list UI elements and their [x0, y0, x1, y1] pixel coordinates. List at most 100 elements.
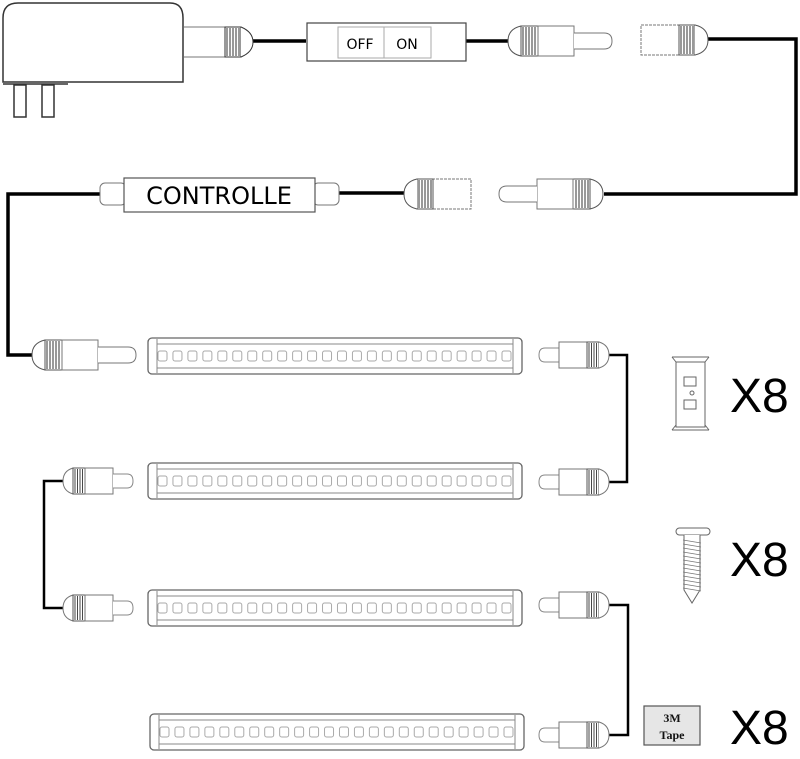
led — [353, 726, 364, 738]
led — [428, 726, 439, 738]
led — [174, 726, 185, 738]
light-bar — [149, 713, 525, 751]
switch-on-label: ON — [396, 37, 418, 53]
led — [338, 726, 349, 738]
led — [456, 350, 467, 362]
led — [217, 475, 228, 487]
controller: CONTROLLE — [99, 177, 340, 213]
tape-label-line1: 3M — [663, 711, 680, 725]
led — [381, 602, 392, 614]
led — [249, 726, 260, 738]
wire-controller-to-bar1 — [6, 192, 100, 357]
led — [501, 350, 512, 362]
led — [503, 726, 514, 738]
led — [443, 726, 454, 738]
wire-bar1-to-bar2 — [609, 353, 629, 484]
led — [292, 350, 303, 362]
extension-plug — [498, 178, 604, 210]
led — [471, 602, 482, 614]
led — [441, 475, 452, 487]
led — [473, 726, 484, 738]
led — [396, 602, 407, 614]
led — [426, 350, 437, 362]
controller-label: CONTROLLE — [146, 182, 292, 210]
controller-socket — [403, 178, 472, 210]
led — [413, 726, 424, 738]
led — [336, 350, 347, 362]
led — [322, 602, 333, 614]
light-bars — [147, 337, 525, 751]
led — [277, 602, 288, 614]
led — [187, 350, 198, 362]
led — [309, 726, 320, 738]
led — [336, 602, 347, 614]
led — [351, 602, 362, 614]
led — [232, 475, 243, 487]
bar3-output-connector — [538, 591, 610, 619]
led — [247, 475, 258, 487]
led — [279, 726, 290, 738]
led — [324, 726, 335, 738]
bar2-output-connector — [538, 468, 610, 496]
extension-socket — [640, 24, 709, 56]
tape-quantity: X8 — [730, 702, 789, 754]
led — [292, 602, 303, 614]
led — [426, 475, 437, 487]
led — [277, 475, 288, 487]
screw-quantity: X8 — [730, 534, 789, 587]
led — [232, 602, 243, 614]
led — [456, 602, 467, 614]
led — [307, 602, 318, 614]
led — [202, 475, 213, 487]
wire-bar2-to-bar3 — [42, 479, 63, 610]
led — [217, 602, 228, 614]
led — [234, 726, 245, 738]
led — [381, 475, 392, 487]
led — [471, 350, 482, 362]
led — [411, 602, 422, 614]
light-bar — [147, 337, 523, 375]
adapter-plug — [224, 26, 254, 58]
led — [187, 475, 198, 487]
led — [172, 602, 183, 614]
led — [172, 350, 183, 362]
led — [441, 602, 452, 614]
led — [217, 350, 228, 362]
bar1-input-plug — [31, 339, 137, 371]
led — [336, 475, 347, 487]
led — [411, 350, 422, 362]
led — [247, 350, 258, 362]
led — [219, 726, 230, 738]
led — [294, 726, 305, 738]
led — [441, 350, 452, 362]
tape-label-line2: Tape — [660, 728, 686, 742]
led — [262, 475, 273, 487]
led — [187, 602, 198, 614]
light-bar — [147, 589, 523, 627]
led — [307, 475, 318, 487]
led — [262, 350, 273, 362]
mounting-clip-quantity: X8 — [730, 370, 789, 423]
wire-bar3-to-bar4 — [608, 603, 630, 737]
led — [396, 475, 407, 487]
light-bar — [147, 462, 523, 500]
led — [247, 602, 258, 614]
led — [486, 475, 497, 487]
led — [202, 350, 213, 362]
switch-output-plug — [507, 25, 613, 57]
led — [456, 475, 467, 487]
led — [368, 726, 379, 738]
led — [488, 726, 499, 738]
led — [501, 602, 512, 614]
led — [157, 475, 168, 487]
led — [189, 726, 200, 738]
led — [292, 475, 303, 487]
led — [486, 350, 497, 362]
led — [232, 350, 243, 362]
led — [366, 350, 377, 362]
bar4-output-connector — [538, 721, 610, 749]
bar3-input-connector — [62, 594, 134, 622]
led — [471, 475, 482, 487]
led — [262, 602, 273, 614]
